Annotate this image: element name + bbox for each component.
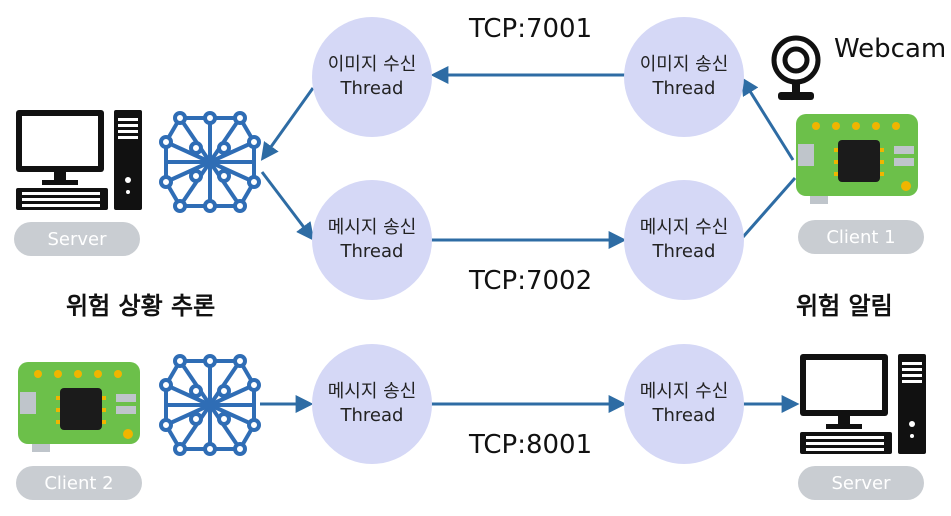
arrow-client1-to-img-send — [741, 76, 795, 161]
server-computer-icon — [16, 110, 142, 210]
client1-badge: Client 1 — [798, 220, 924, 254]
thread-label: Thread — [340, 78, 404, 99]
thread-label: 이미지 수신 — [327, 54, 417, 75]
server-right-badge: Server — [798, 466, 924, 500]
arrow-network-to-msg-send — [260, 171, 315, 241]
port-label-8001: TCP:8001 — [469, 430, 593, 460]
thread-label: Thread — [340, 405, 404, 426]
thread-label: Thread — [340, 241, 404, 262]
message-send-thread-bottom: 메시지 송신 Thread — [312, 344, 432, 464]
inference-caption: 위험 상황 추론 — [66, 292, 216, 320]
alert-caption: 위험 알림 — [796, 292, 893, 320]
image-receive-thread: 이미지 수신 Thread — [312, 17, 432, 137]
thread-label: 이미지 송신 — [639, 54, 729, 75]
client1-board-icon — [796, 114, 918, 204]
thread-label: Thread — [652, 405, 716, 426]
server-computer-icon — [800, 354, 926, 454]
thread-label: Thread — [652, 241, 716, 262]
message-send-thread: 메시지 송신 Thread — [312, 180, 432, 300]
neural-network-icon — [159, 354, 261, 456]
webcam-label: Webcam — [834, 34, 947, 64]
client2-board-icon — [18, 362, 140, 452]
server-left-badge: Server — [14, 222, 140, 256]
arrow-img-recv-to-network — [260, 87, 315, 161]
thread-label: 메시지 수신 — [639, 381, 729, 402]
neural-network-icon — [159, 111, 261, 213]
image-send-thread: 이미지 송신 Thread — [624, 17, 744, 137]
client2-badge: Client 2 — [16, 466, 142, 500]
thread-label: Thread — [652, 78, 716, 99]
message-receive-thread-bottom: 메시지 수신 Thread — [624, 344, 744, 464]
arrow-msg-recv-to-client1 — [741, 177, 797, 238]
thread-label: 메시지 송신 — [327, 217, 417, 238]
webcam-icon — [771, 35, 821, 100]
thread-label: 메시지 송신 — [327, 381, 417, 402]
port-label-7001: TCP:7001 — [469, 14, 593, 44]
port-label-7002: TCP:7002 — [469, 266, 593, 296]
message-receive-thread: 메시지 수신 Thread — [624, 180, 744, 300]
thread-label: 메시지 수신 — [639, 217, 729, 238]
